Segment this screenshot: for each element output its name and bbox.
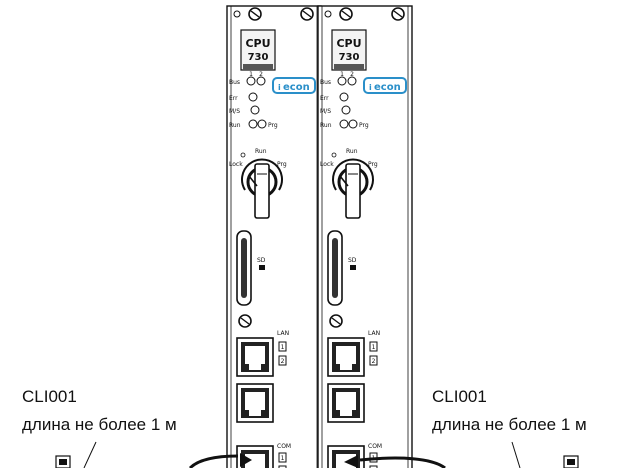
- com-label: COM: [277, 443, 291, 450]
- key-label-prg: Prg: [277, 161, 287, 168]
- led-label-prg: Prg: [268, 122, 278, 129]
- cable-left: [188, 454, 239, 468]
- key-label-lock: Lock: [229, 161, 243, 168]
- lan-port-1-label: 1: [372, 344, 376, 351]
- sd-label: SD: [257, 257, 266, 264]
- arrow-left: [240, 453, 252, 467]
- lan-port-2-label: 2: [281, 358, 285, 365]
- com-label: COM: [368, 443, 382, 450]
- sd-label: SD: [348, 257, 357, 264]
- connector-left-icon: [55, 455, 71, 468]
- connector-right-icon: [563, 455, 579, 468]
- arrow-right: [344, 455, 358, 468]
- com-port-1-label: 1: [281, 455, 285, 462]
- led-label-err: Err: [229, 95, 238, 102]
- caption-left-line1: CLI001: [22, 387, 77, 406]
- module-title-top: CPU: [245, 37, 270, 50]
- caption-right-line1: CLI001: [432, 387, 487, 406]
- led-number-1: 1: [249, 71, 253, 78]
- module-title-bottom: 730: [248, 52, 269, 63]
- led-number-2: 2: [259, 71, 263, 78]
- led-number-2: 2: [350, 71, 354, 78]
- lan-label: LAN: [277, 330, 289, 337]
- caption-left-line2: длина не более 1 м: [22, 415, 177, 434]
- brand-logo: econ: [283, 82, 310, 93]
- module-title-bottom: 730: [339, 52, 360, 63]
- key-label-run: Run: [255, 148, 267, 155]
- key-label-lock: Lock: [320, 161, 334, 168]
- lan-port-2-label: 2: [372, 358, 376, 365]
- lan-label: LAN: [368, 330, 380, 337]
- led-label-run: Run: [320, 122, 332, 129]
- leader-line-left: [83, 441, 97, 468]
- brand-logo: econ: [374, 82, 401, 93]
- module-title-top: CPU: [336, 37, 361, 50]
- leader-line-right: [511, 441, 521, 468]
- key-label-prg: Prg: [368, 161, 378, 168]
- led-label-ms: M/S: [229, 108, 240, 115]
- cpu-module-right: CPU 730 1 2 Bus Err M/S Run Prg i econ L…: [316, 4, 414, 468]
- led-label-run: Run: [229, 122, 241, 129]
- brand-logo-super: i: [278, 83, 281, 92]
- cable-right: [359, 456, 446, 468]
- led-label-ms: M/S: [320, 108, 331, 115]
- key-label-run: Run: [346, 148, 358, 155]
- led-label-bus: Bus: [229, 79, 240, 86]
- lan-port-1-label: 1: [281, 344, 285, 351]
- brand-logo-super: i: [369, 83, 372, 92]
- caption-right-line2: длина не более 1 м: [432, 415, 587, 434]
- led-label-err: Err: [320, 95, 329, 102]
- led-label-bus: Bus: [320, 79, 331, 86]
- led-number-1: 1: [340, 71, 344, 78]
- cpu-module-left: CPU 730 1 2 Bus Err M/S Run Prg i econ L…: [225, 4, 323, 468]
- led-label-prg: Prg: [359, 122, 369, 129]
